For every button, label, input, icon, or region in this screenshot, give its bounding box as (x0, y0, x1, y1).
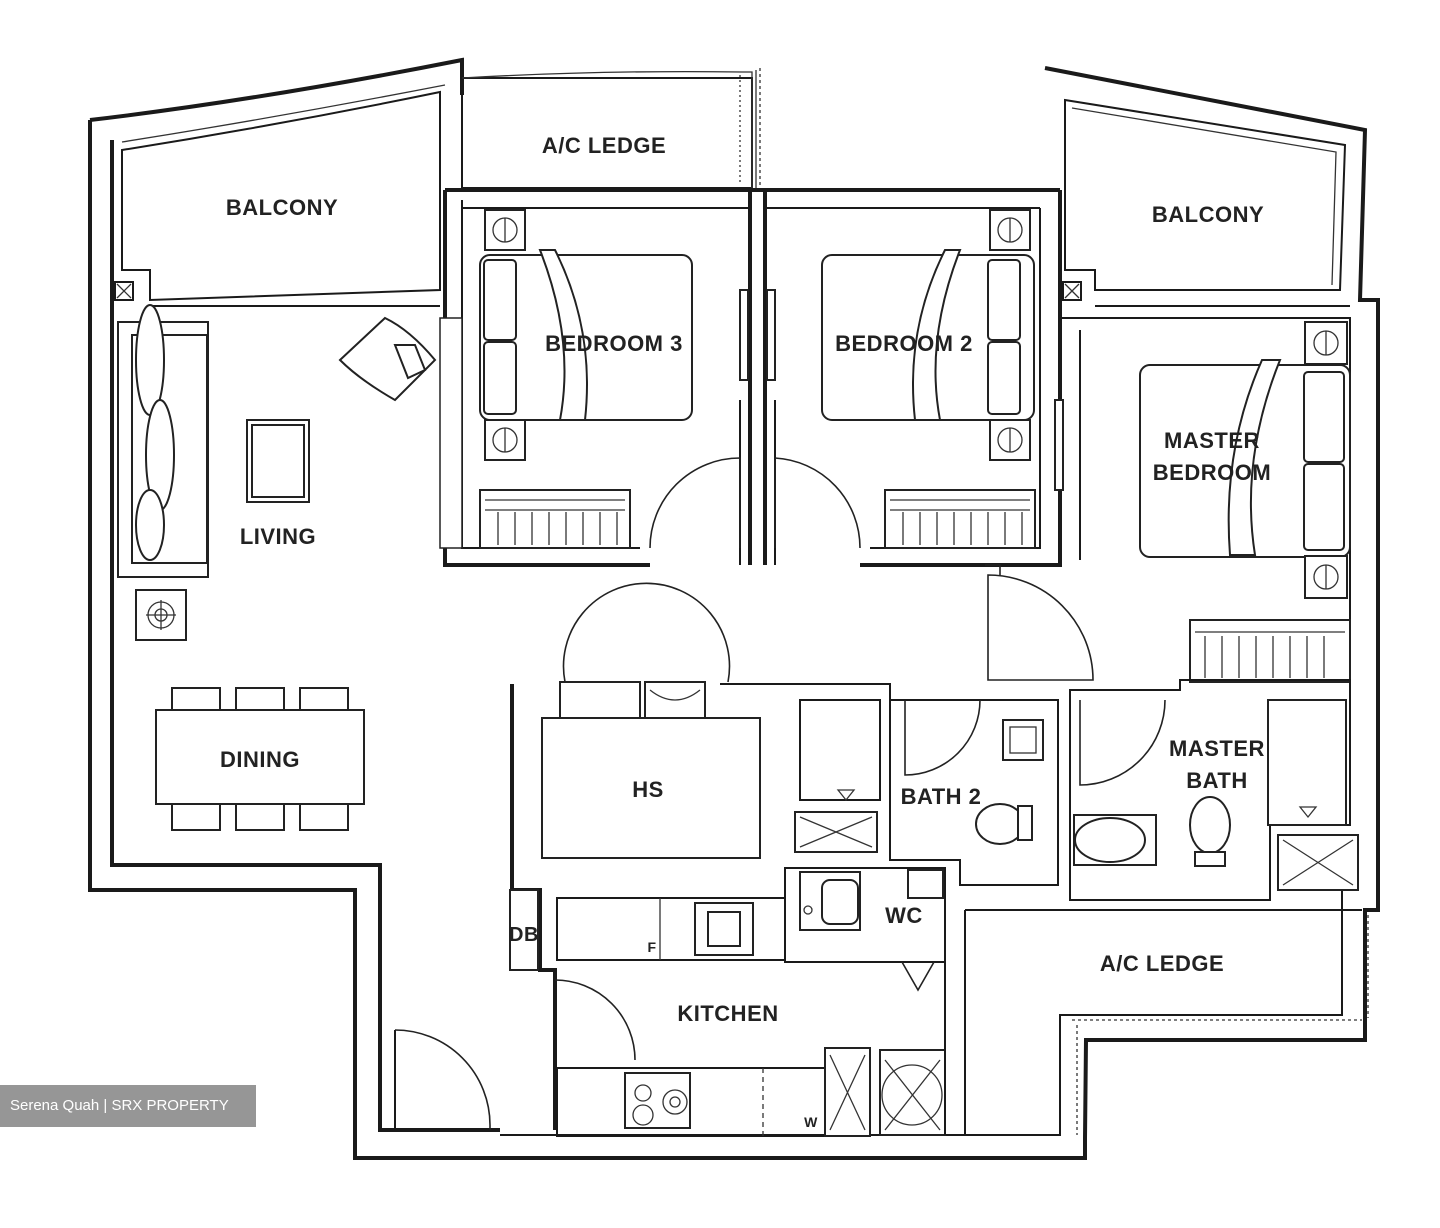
ac-ledge-top-area (461, 68, 761, 189)
bedroom-doors (649, 457, 1094, 681)
bedroom-2-furniture (766, 209, 1036, 549)
label-ac-ledge-top: A/C LEDGE (542, 133, 666, 158)
ac-ledge-bottom-area (965, 909, 1369, 1135)
label-bedroom-2: BEDROOM 2 (835, 331, 973, 356)
label-hs: HS (632, 777, 664, 802)
master-bedroom-furniture (1054, 321, 1351, 683)
label-dining: DINING (220, 747, 300, 772)
label-ac-ledge-bottom: A/C LEDGE (1100, 951, 1224, 976)
balcony-right-area (1062, 98, 1350, 307)
label-wc: WC (885, 903, 923, 928)
label-master-bath-2: BATH (1186, 768, 1247, 793)
label-balcony-left: BALCONY (226, 195, 338, 220)
label-master-bedroom-1: MASTER (1164, 428, 1260, 453)
label-kitchen: KITCHEN (677, 1001, 778, 1026)
label-fridge: F (647, 939, 656, 955)
dining-furniture (155, 687, 365, 831)
label-bath-2: BATH 2 (901, 784, 982, 809)
hs-area (510, 582, 891, 1130)
bedroom-walls (443, 188, 1351, 670)
bath-2-area (794, 699, 1059, 886)
label-db: DB (509, 924, 539, 946)
label-bedroom-3: BEDROOM 3 (545, 331, 683, 356)
room-labels: BALCONY A/C LEDGE BALCONY BEDROOM 3 BEDR… (220, 133, 1271, 1130)
label-master-bedroom-2: BEDROOM (1153, 460, 1271, 485)
label-living: LIVING (240, 524, 316, 549)
wc-area (784, 867, 946, 992)
living-furniture (117, 304, 463, 641)
balcony-left-area (114, 84, 446, 307)
label-washer: W (804, 1114, 818, 1130)
label-master-bath-1: MASTER (1169, 736, 1265, 761)
label-balcony-right: BALCONY (1152, 202, 1264, 227)
watermark: Serena Quah | SRX PROPERTY (0, 1085, 256, 1127)
master-bath-area (1069, 679, 1359, 901)
entrance-door (394, 1029, 491, 1130)
bedroom-3-furniture (451, 209, 749, 549)
outer-walls (88, 57, 1380, 1160)
kitchen-area (509, 889, 966, 1137)
